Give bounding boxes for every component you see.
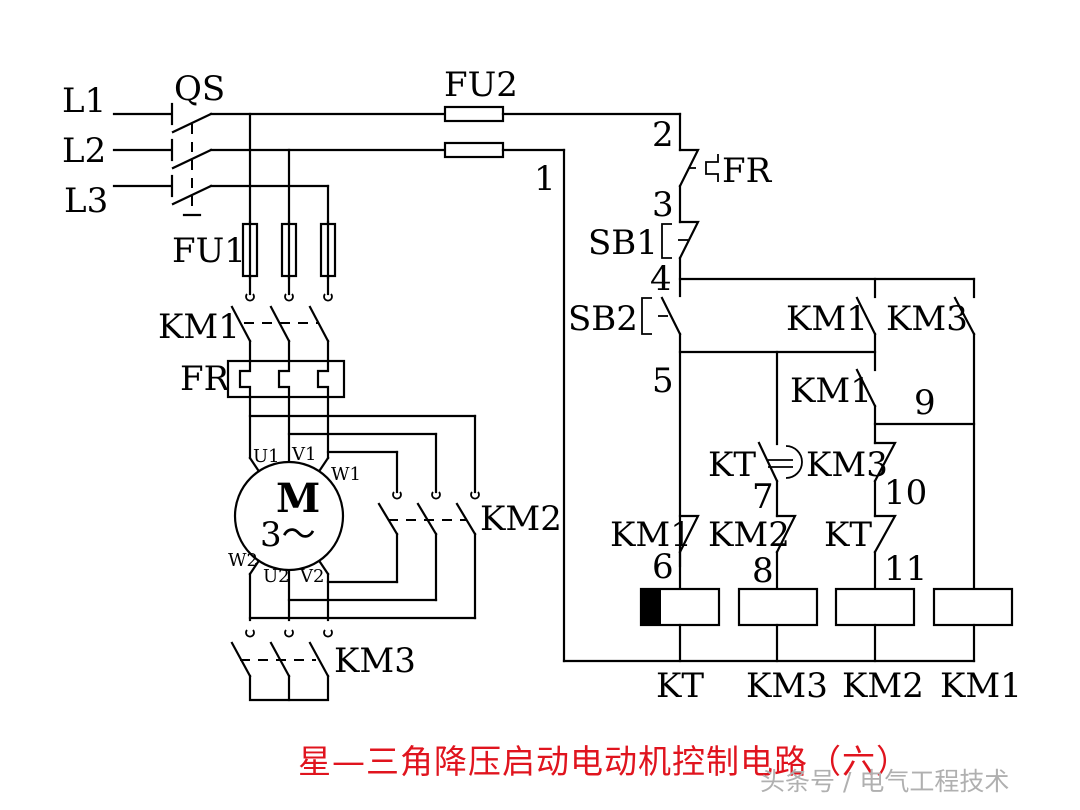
node-8: 8 bbox=[752, 551, 774, 591]
label-SB2: SB2 bbox=[568, 299, 638, 339]
terminal-V2: V2 bbox=[299, 566, 324, 587]
label-KM1-branch: KM1 bbox=[790, 371, 872, 411]
km1-main-contacts: KM1 bbox=[158, 293, 333, 364]
node-3: 3 bbox=[652, 185, 674, 225]
fu1-fuses: FU1 bbox=[172, 220, 337, 296]
terminal-W1: W1 bbox=[331, 464, 361, 485]
label-KT-nc: KT bbox=[824, 515, 872, 555]
coil-KM2 bbox=[834, 587, 916, 627]
label-FR-contact: FR bbox=[722, 151, 773, 191]
label-L1: L1 bbox=[62, 81, 106, 121]
watermark: 头条号 / 电气工程技术 bbox=[760, 767, 1010, 796]
qs-switch: QS bbox=[170, 69, 225, 217]
km3-star-contacts: KM3 bbox=[230, 629, 416, 702]
diagram-title: 星—三角降压启动电动机控制电路（六） bbox=[298, 742, 910, 781]
coil-label-KM1: KM1 bbox=[940, 666, 1022, 706]
node-9: 9 bbox=[914, 383, 936, 423]
coil-KT-delay-marker bbox=[641, 589, 661, 625]
label-FR-main: FR bbox=[180, 359, 231, 399]
label-KM1-main: KM1 bbox=[158, 307, 240, 347]
node-6: 6 bbox=[652, 547, 674, 587]
node-10: 10 bbox=[884, 473, 927, 513]
motor-symbol: M bbox=[276, 475, 320, 522]
node-1: 1 bbox=[534, 159, 556, 199]
label-FU1: FU1 bbox=[172, 231, 246, 271]
motor: M 3～ U1 V1 W1 W2 U2 V2 bbox=[228, 444, 361, 587]
label-KM3-top: KM3 bbox=[886, 299, 968, 339]
control-main-rung: 2 FR 3 SB1 4 SB2 5 KM1 KM3 bbox=[568, 112, 976, 591]
coil-label-KM2: KM2 bbox=[842, 666, 924, 706]
main-bus bbox=[209, 112, 446, 228]
node-5: 5 bbox=[652, 361, 674, 401]
motor-wiring bbox=[248, 395, 477, 622]
label-KM2-main: KM2 bbox=[480, 499, 562, 539]
label-KM2-nc: KM2 bbox=[708, 515, 790, 555]
label-L2: L2 bbox=[62, 131, 106, 171]
label-KM3-nc: KM3 bbox=[806, 445, 888, 485]
fu2-fuses: FU2 1 bbox=[443, 65, 682, 663]
coil-KM3 bbox=[737, 587, 819, 627]
label-KM1-nc: KM1 bbox=[610, 515, 692, 555]
terminal-W2: W2 bbox=[228, 550, 258, 571]
motor-phase: 3～ bbox=[260, 515, 316, 555]
label-L3: L3 bbox=[64, 181, 108, 221]
node-2: 2 bbox=[652, 115, 674, 155]
km2-delta-contacts: KM2 bbox=[377, 491, 562, 539]
phase-inputs: L1 L2 L3 bbox=[62, 81, 172, 221]
label-QS: QS bbox=[174, 69, 225, 109]
node-4: 4 bbox=[650, 259, 672, 299]
coil-label-KM3: KM3 bbox=[746, 666, 828, 706]
fr-thermal-relay: FR bbox=[180, 359, 346, 399]
label-KT-timed: KT bbox=[708, 445, 756, 485]
terminal-V1: V1 bbox=[291, 444, 316, 465]
label-KM3-main: KM3 bbox=[334, 641, 416, 681]
coil-KM1 bbox=[932, 587, 1014, 627]
node-11: 11 bbox=[884, 549, 927, 589]
coils: KT KM3 KM2 KM1 bbox=[562, 587, 1022, 706]
terminal-U2: U2 bbox=[263, 566, 290, 587]
label-KM1-hold: KM1 bbox=[786, 299, 868, 339]
label-FU2: FU2 bbox=[444, 65, 518, 105]
node-7: 7 bbox=[752, 477, 774, 517]
label-SB1: SB1 bbox=[588, 223, 658, 263]
terminal-U1: U1 bbox=[253, 446, 280, 467]
coil-label-KT: KT bbox=[656, 666, 704, 706]
